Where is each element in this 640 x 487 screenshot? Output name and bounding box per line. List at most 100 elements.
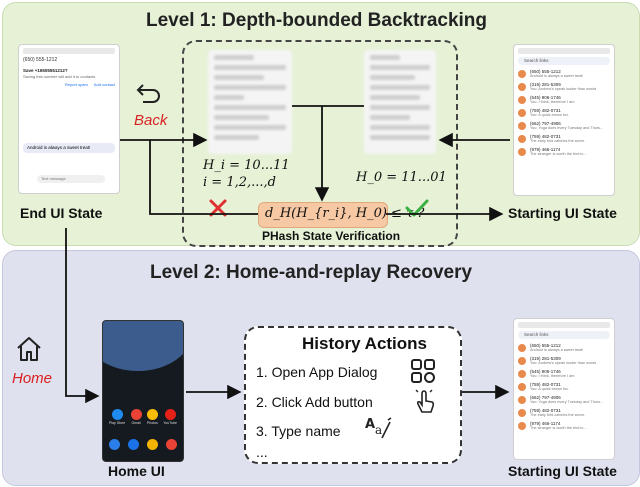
app-label: Play Store [109,421,126,425]
conversation-preview: You: I think, therefore I am. [530,100,576,104]
app-grid-icon [410,358,436,389]
reference-state-screenshot [364,50,436,154]
chrome-app-icon[interactable] [147,439,158,450]
phone-app-icon[interactable] [109,439,120,450]
back-label: Back [134,112,168,129]
conversation-name: (662) 797-4906 [530,121,561,126]
history-item: 1. Open App Dialog [256,364,378,380]
conversation-name: (650) 555-1212 [530,343,561,348]
history-item: ... [256,444,268,460]
message-input[interactable]: Text message [37,175,105,183]
avatar-icon [518,356,526,365]
home-app[interactable]: YouTube [163,409,177,425]
message-text: Android is always a sweet treat! [27,145,91,150]
avatar-icon [518,421,526,430]
history-actions-box [244,326,462,464]
home-app[interactable]: Gmail [130,409,142,425]
conversation-preview: You: I think, therefore I am. [530,374,576,378]
avatar-icon [518,369,526,378]
conversation-name: (979) 466-1174 [530,421,561,426]
avatar-icon [518,343,526,352]
back-arrow-icon [135,84,163,109]
avatar-icon [518,108,526,117]
backtrack-state-screenshot [208,50,292,154]
photos-app-icon[interactable] [146,409,158,420]
wallpaper-shape [103,321,183,371]
home-app[interactable]: Play Store [109,409,125,425]
history-item: 2. Click Add button [256,394,373,410]
conversation-name: (662) 797-4906 [530,395,561,400]
saving-note: Saving this number will add it to contac… [23,74,96,79]
h0-formula: H_0 = 11...01 [356,170,447,185]
messages-app-icon[interactable] [128,439,139,450]
play-store-app-icon[interactable] [111,409,123,420]
conversation-preview: Android is always a sweet treat! [530,348,584,352]
report-spam-link[interactable]: Report spam [64,82,88,87]
add-contact-link[interactable]: Add contact [93,82,115,87]
message-bubble: Android is always a sweet treat! [23,143,115,153]
app-label: Photos [146,421,158,425]
conversation-preview: The early bird catches the worm. [530,139,586,143]
status-bar [518,48,610,54]
avatar-icon [518,395,526,404]
avatar-icon [518,147,526,156]
youtube-app-icon[interactable] [164,409,176,420]
svg-text:A: A [365,417,375,432]
search-field[interactable]: Search links [518,57,610,65]
end-ui-state-label: End UI State [20,205,103,221]
conversation-preview: You: Yoga does every Tuesday and Thurs..… [530,126,604,130]
conversation-preview: You: A quick brown fox. [530,387,570,391]
conversation-preview: The stranger is worth the bird in... [530,152,587,156]
conversation-name: (650) 555-1212 [530,69,561,74]
avatar-icon [518,408,526,417]
conversation-name: (759) 482-0731 [530,382,561,387]
home-fallback-arrow [65,228,100,404]
conversation-preview: You: Yoga does every Tuesday and Thurs..… [530,400,604,404]
starting-ui-state-label: Starting UI State [508,205,617,221]
conversation-name: (319) 281-5309 [530,82,561,87]
camera-app-icon[interactable] [166,439,177,450]
conversation-name: (759) 482-0731 [530,408,561,413]
verify-expression: d_H(H_{r_i}, H_0) ≤ τ ? [265,206,425,221]
home-ui-label: Home UI [108,463,165,479]
conversation-name: (545) 906-1746 [530,369,561,374]
conversation-preview: The early bird catches the worm. [530,413,586,417]
conversation-name: (759) 482-0731 [530,108,561,113]
i-range: i = 1,2,...,d [203,175,276,190]
history-title: History Actions [302,334,428,353]
status-bar [518,322,610,328]
avatar-icon [518,82,526,91]
backtracking-region [182,40,458,247]
avatar-icon [518,382,526,391]
search-field[interactable]: Search links [518,331,610,339]
home-label: Home [12,370,53,387]
end-ui-screenshot: (650) 555-1212 Save +16505551212? Saving… [18,44,120,194]
home-app[interactable]: Photos [146,409,158,425]
app-label: YouTube [163,421,177,425]
level1-title: Level 1: Depth-bounded Backtracking [146,10,488,31]
phash-verification-box: d_H(H_{r_i}, H_0) ≤ τ ? [258,202,424,228]
verify-label: PHash State Verification [262,229,401,243]
avatar-icon [518,121,526,130]
gmail-app-icon[interactable] [130,409,142,420]
conversation-name: (319) 281-5309 [530,356,561,361]
